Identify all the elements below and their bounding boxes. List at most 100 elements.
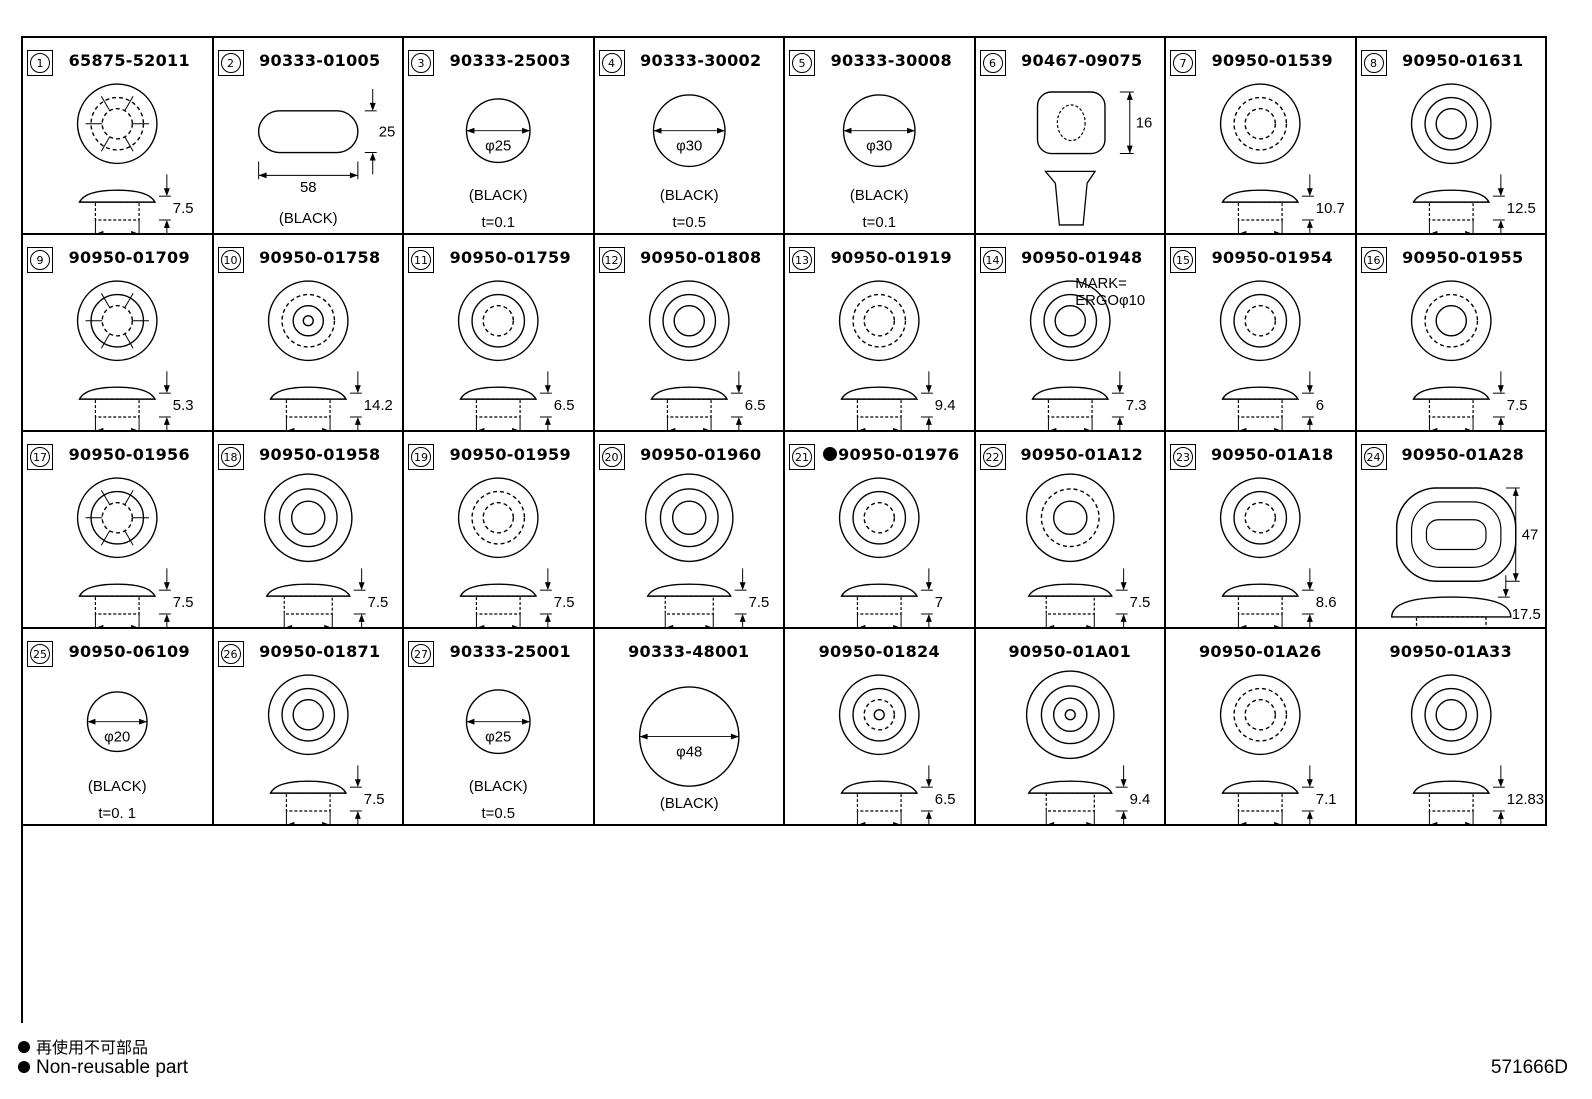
part-drawing: φ25 (BLACK) t=0.1: [465, 98, 531, 231]
note-text: t=0.1: [482, 215, 516, 231]
dimension-label: 12.5: [1506, 201, 1535, 217]
part-cell: 90950-01A33 12.83φ27.4: [1356, 629, 1547, 826]
item-number-box: 12: [598, 247, 625, 273]
item-number: 20: [601, 447, 622, 467]
part-number-text: 90950-01919: [830, 248, 952, 267]
dimension-label: 6.5: [744, 398, 765, 414]
non-reusable-marker-icon: [823, 447, 838, 461]
item-number-box: 21: [789, 444, 815, 470]
part-number: 90333-01005: [244, 51, 397, 70]
part-number: 90950-01976: [815, 445, 968, 464]
part-number-text: 90950-01959: [449, 445, 571, 464]
dimension-label: φ30: [866, 139, 892, 155]
part-drawing: 7.5φ15.5: [1410, 280, 1527, 430]
legend-english: Non-reusable part: [18, 1057, 188, 1079]
note-text: t=0. 1: [98, 806, 136, 822]
part-number-text: 90950-01A12: [1020, 445, 1144, 464]
part-number-text: 90333-25003: [449, 51, 571, 70]
note-text: (BLACK): [659, 188, 718, 204]
part-drawing: 9.4φ12: [838, 280, 955, 430]
item-number: 12: [601, 250, 622, 270]
part-drawing: φ25(BLACK)t=0.5: [465, 689, 531, 822]
item-number-box: 9: [27, 247, 53, 273]
dimension-label: 7.5: [1129, 595, 1150, 611]
item-number-box: 22: [979, 444, 1006, 470]
item-number: 9: [30, 250, 50, 270]
part-number-text: 90950-01539: [1211, 51, 1333, 70]
part-number: 90950-01A26: [1166, 642, 1355, 661]
part-drawing: 6.5φ16.9: [648, 280, 765, 430]
part-drawing: 7.5φ37.8: [76, 83, 193, 233]
dimension-label: 12.83: [1506, 792, 1543, 808]
part-number: 90950-06109: [53, 642, 206, 661]
item-number-box: 26: [217, 641, 244, 667]
part-drawing: 12.5φ9.5: [1410, 83, 1535, 233]
dimension-label: 7.5: [173, 595, 194, 611]
part-number: 90950-01A18: [1196, 445, 1349, 464]
dimension-label: 17.5: [1511, 607, 1540, 623]
item-number-box: 20: [598, 444, 625, 470]
item-number-box: 18: [217, 444, 244, 470]
item-number: 23: [1173, 447, 1193, 467]
annotation-text: MARK=: [1075, 276, 1127, 292]
item-number: 2: [220, 53, 241, 73]
part-drawing: 12.83φ27.4: [1410, 674, 1544, 824]
part-drawing: 9.4φ53: [1025, 670, 1150, 824]
part-drawing: 7.5φ26.5: [457, 477, 574, 627]
part-drawing: 7φ4.5: [838, 477, 943, 627]
dimension-label: 7: [935, 595, 943, 611]
item-number-box: 2: [217, 50, 244, 76]
dimension-label: φ25: [485, 730, 511, 746]
item-number: 16: [1363, 250, 1384, 270]
part-number: 90950-01958: [244, 445, 397, 464]
part-number-text: 90950-01954: [1211, 248, 1333, 267]
item-number-box: 4: [598, 50, 625, 76]
bullet-icon: [18, 1061, 30, 1073]
dimension-label: 5.3: [173, 398, 194, 414]
part-number: 90950-01808: [625, 248, 778, 267]
part-number: 90333-30008: [815, 51, 968, 70]
legend-japanese: 再使用不可部品: [18, 1034, 148, 1058]
item-number: 26: [220, 644, 241, 664]
dimension-label: 16: [1135, 116, 1152, 132]
part-number-text: 90950-01A33: [1389, 642, 1513, 661]
dimension-label: φ30: [676, 139, 702, 155]
part-number: 90950-01955: [1387, 248, 1540, 267]
part-number-text: 90950-01958: [259, 445, 381, 464]
part-drawing: 7.5φ19.6: [267, 674, 384, 824]
part-number-text: 90950-01709: [68, 248, 190, 267]
part-drawing: 6.5φ24.5: [457, 280, 574, 430]
dimension-label: 9.4: [1129, 792, 1150, 808]
part-number: 90950-01824: [785, 642, 974, 661]
part-cell: 1 65875-52011 7.5φ37.8: [23, 38, 214, 235]
item-number: 4: [601, 53, 622, 73]
item-number: 5: [792, 53, 812, 73]
item-number-box: 8: [1360, 50, 1387, 76]
item-number: 13: [792, 250, 812, 270]
dimension-label: φ25: [485, 139, 511, 155]
part-drawing: 14.2φ4.9: [267, 280, 392, 430]
part-number: 90950-01631: [1387, 51, 1540, 70]
part-number: 90950-01959: [434, 445, 587, 464]
part-cell: 13 90950-01919 9.4φ12: [785, 235, 976, 432]
item-number: 18: [220, 447, 241, 467]
part-number-text: 65875-52011: [68, 51, 190, 70]
note-text: (BLACK): [469, 779, 528, 795]
note-text: (BLACK): [469, 188, 528, 204]
item-number-box: 5: [789, 50, 815, 76]
part-number-text: 90950-01A01: [1008, 642, 1132, 661]
item-number: 1: [30, 53, 50, 73]
part-number: 90333-30002: [625, 51, 778, 70]
dimension-label: 6: [1316, 398, 1324, 414]
part-number: 90950-01539: [1196, 51, 1349, 70]
part-number-text: 90333-30008: [830, 51, 952, 70]
